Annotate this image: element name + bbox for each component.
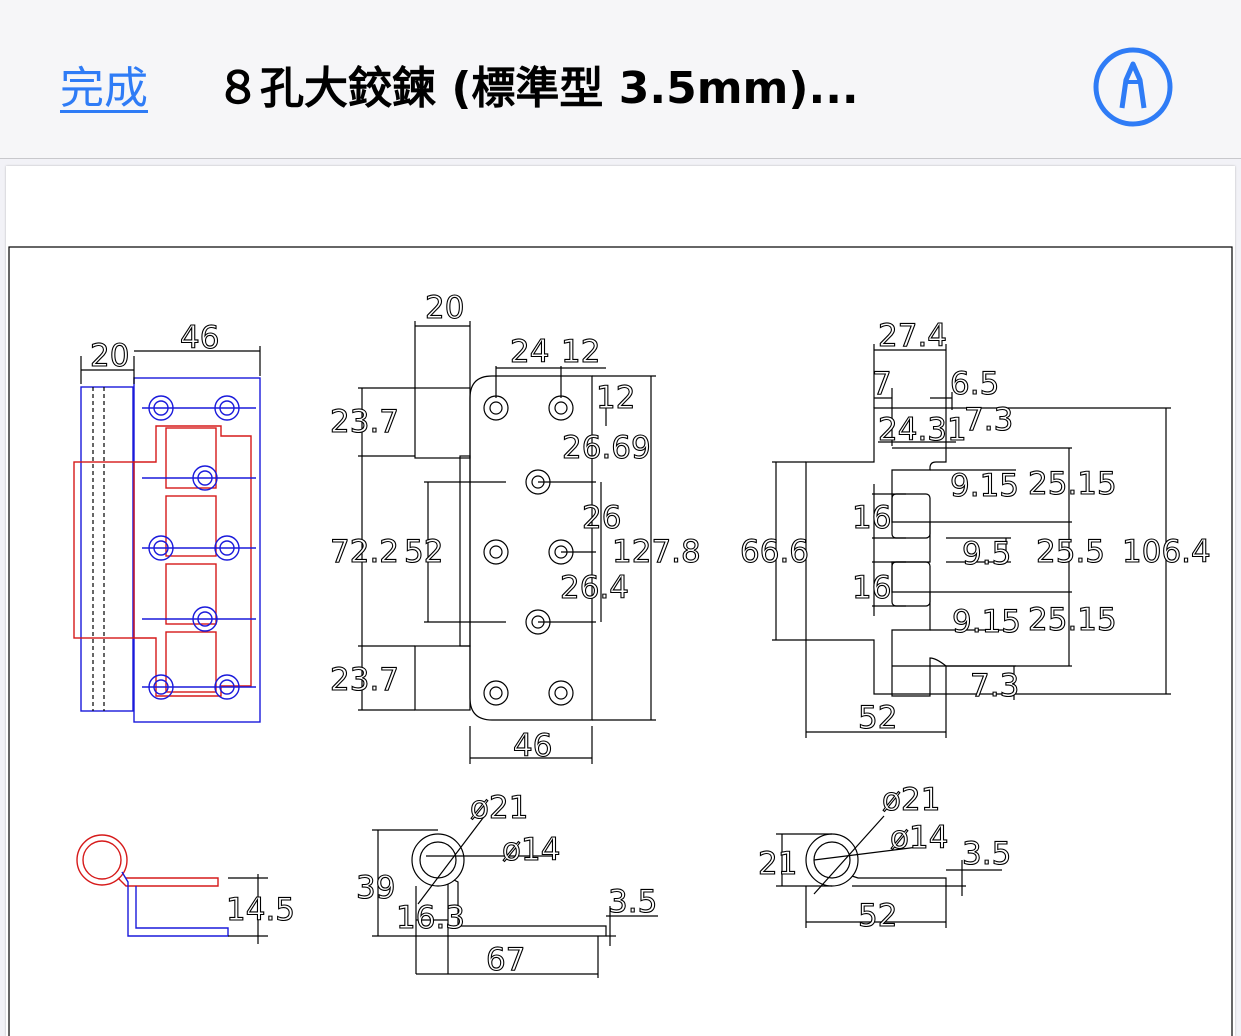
done-button[interactable]: 完成 — [60, 63, 148, 114]
view2-dim-12b: 12 — [596, 380, 635, 416]
view3-dim-7: 7 — [872, 366, 892, 402]
view3-dim-9-15a: 9.15 — [950, 468, 1019, 504]
navigation-bar: 完成 ８孔大鉸鍊 (標準型 3.5mm)... — [0, 0, 1241, 159]
view2-dim-26-69: 26.69 — [562, 430, 651, 466]
view1-dim-20: 20 — [90, 338, 129, 374]
view1-assembly: 20 46 — [73, 319, 261, 723]
view2-dim-24: 24 — [510, 334, 549, 370]
view3-side-leaf — [772, 344, 1171, 738]
view3-dim-25-15b: 25.15 — [1028, 602, 1117, 638]
view5-profile — [372, 813, 658, 978]
document-page: 20 46 — [6, 166, 1235, 1036]
view3-dim-24-31: 24.31 — [878, 412, 967, 448]
view3-dim-16b: 16 — [852, 570, 891, 606]
view2-dim-26-4: 26.4 — [560, 570, 629, 606]
view6-profile — [776, 815, 1002, 928]
view2-dim-23-7b: 23.7 — [330, 662, 399, 698]
view3-dim-7-3b: 7.3 — [970, 668, 1019, 704]
view2-dim-52: 52 — [404, 534, 443, 570]
view3-dim-27-4: 27.4 — [878, 318, 947, 354]
view1-dim-46: 46 — [180, 320, 219, 356]
view2-dim-46: 46 — [513, 728, 552, 764]
view6-dim-phi14: ø14 — [890, 820, 948, 856]
view5-dim-16-3: 16.3 — [396, 900, 465, 936]
document-title: ８孔大鉸鍊 (標準型 3.5mm)... — [216, 63, 859, 114]
view5-dim-phi21: ø21 — [470, 790, 528, 826]
view3-dim-52: 52 — [858, 700, 897, 736]
view3-dim-6-5: 6.5 — [950, 366, 999, 402]
view2-dim-72-2: 72.2 — [330, 534, 399, 570]
view3-dim-25-5: 25.5 — [1036, 534, 1105, 570]
view5-dim-39: 39 — [356, 870, 395, 906]
view2-dim-12: 12 — [561, 334, 600, 370]
technical-drawing: 20 46 — [8, 246, 1233, 1036]
view5-dim-phi14: ø14 — [502, 832, 560, 868]
view4-dim-14-5: 14.5 — [226, 892, 295, 928]
view6-dim-3-5: 3.5 — [962, 836, 1011, 872]
markup-pen-icon[interactable] — [1092, 46, 1174, 128]
view2-dim-127-8: 127.8 — [612, 534, 701, 570]
view3-dim-66-6: 66.6 — [740, 534, 809, 570]
view2-dim-26: 26 — [582, 500, 621, 536]
view3-dim-7-3a: 7.3 — [964, 402, 1013, 438]
view6-dim-52: 52 — [858, 898, 897, 934]
drawing-frame — [8, 246, 1233, 1036]
view6-dim-21: 21 — [758, 846, 797, 882]
view3-dim-25-15a: 25.15 — [1028, 466, 1117, 502]
view3-dim-106-4: 106.4 — [1122, 534, 1211, 570]
view4-profile — [76, 834, 268, 944]
view3-dim-9-5: 9.5 — [962, 536, 1011, 572]
view2-dim-20: 20 — [425, 290, 464, 326]
view5-dim-67: 67 — [486, 942, 525, 978]
view5-dim-3-5: 3.5 — [608, 884, 657, 920]
view3-dim-9-15b: 9.15 — [952, 604, 1021, 640]
view2-dim-23-7a: 23.7 — [330, 404, 399, 440]
view6-dim-phi21: ø21 — [882, 782, 940, 818]
view2-front-leaf — [358, 321, 656, 764]
view3-dim-16a: 16 — [852, 500, 891, 536]
